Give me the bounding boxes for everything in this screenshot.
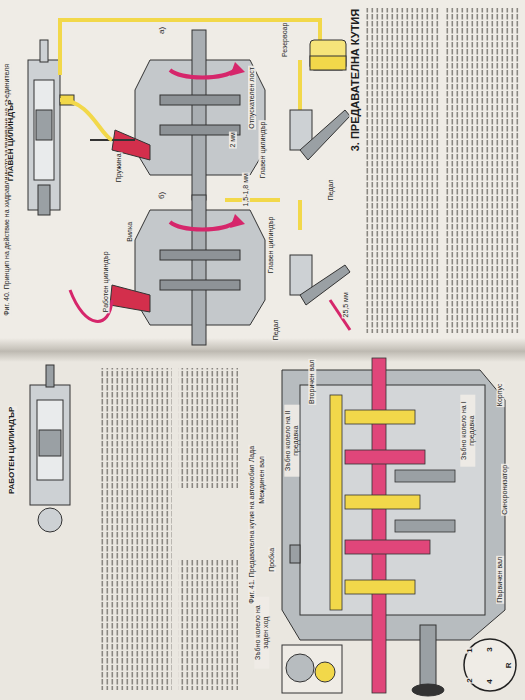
part-label: Педал	[271, 318, 279, 341]
book-gutter	[0, 338, 525, 362]
part-label: Резервоар	[281, 22, 289, 58]
gear-symbol: 1	[466, 647, 475, 653]
part-label: ГЛАВЕН ЦИЛИНДЪР	[7, 98, 16, 182]
gear-symbol: R	[505, 661, 514, 669]
gear-set	[330, 358, 455, 693]
hydraulic-line	[60, 20, 320, 230]
gear-symbol: б)	[158, 190, 167, 199]
part-label: Педал	[326, 178, 334, 201]
gearbox-housing	[282, 370, 505, 640]
part-label: Отпускателен лост	[248, 66, 256, 130]
part-label: Пружина	[114, 152, 122, 183]
plug	[290, 545, 300, 563]
inset-gears	[282, 645, 342, 693]
pedal	[290, 110, 350, 330]
part-label: 1,5-1,8 мм	[241, 172, 249, 207]
lower-page	[0, 350, 525, 700]
body-text-texture	[100, 8, 520, 690]
part-label: Корпус	[496, 383, 504, 408]
section-heading: 3. ПРЕДАВАТЕЛНА КУТИЯ	[349, 8, 361, 152]
part-label: РАБОТЕН ЦИЛИНДЪР	[8, 405, 17, 494]
part-label: Вторичен вал	[308, 359, 316, 405]
gear-symbol: 2	[466, 677, 475, 683]
part-label: Вилка	[126, 221, 134, 243]
part-label: Пробка	[268, 547, 276, 573]
upper-page	[0, 0, 525, 350]
part-label: Главен цилиндър	[258, 120, 266, 179]
part-label: 2 мм	[228, 131, 236, 148]
part-label: Фиг. 41. Предавателна кутия на автомобил…	[248, 445, 256, 605]
part-label: Зъбно колело на I предавка	[460, 394, 475, 466]
clutch-assembly	[70, 195, 265, 345]
reservoir	[310, 40, 346, 70]
part-label: 25,5 мм	[341, 291, 349, 318]
gear-lever	[412, 625, 516, 696]
part-label: Първичен вал	[496, 556, 504, 604]
part-label: Главен цилиндър	[266, 215, 274, 274]
gear-symbol: а)	[158, 25, 167, 34]
part-label: Междинен вал	[258, 455, 266, 505]
part-label: Синхронизатор	[501, 464, 509, 516]
part-label: Работен цилиндър	[101, 250, 109, 313]
part-label: Зъбно колело на II предавка	[284, 404, 299, 476]
part-label: Зъбно колело на заден ход	[254, 596, 269, 668]
gear-symbol: 3	[486, 646, 495, 652]
working-cylinder	[30, 365, 70, 532]
master-cylinder	[28, 40, 74, 215]
clutch-assembly	[60, 30, 265, 200]
gear-symbol: 4	[486, 678, 495, 684]
